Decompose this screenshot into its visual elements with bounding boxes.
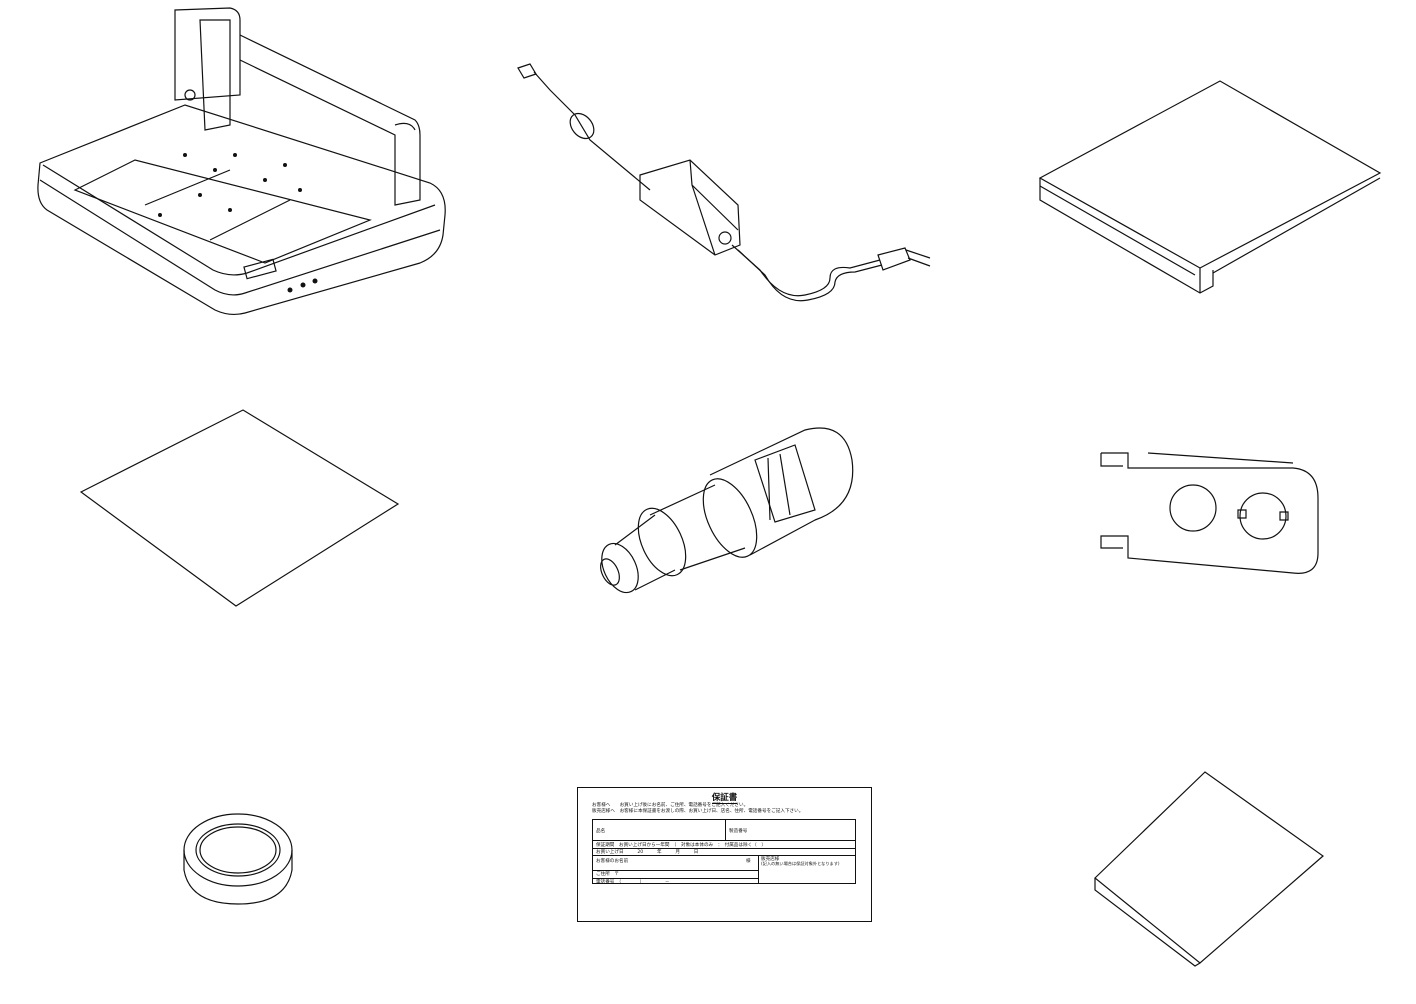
product-name-label: 品名 — [596, 829, 606, 834]
warranty-title: 保証書 — [711, 793, 738, 804]
cutting-mat-illustration — [1035, 78, 1385, 308]
sheet-illustration — [78, 407, 403, 609]
warranty-table: 品名 製造番号 保証期間 お買い上げ日から一年間 （ 対象は本体のみ ： 付属品… — [592, 819, 856, 885]
purchase-date-label: お買い上げ日 20 年 月 日 — [596, 850, 699, 855]
warranty-card: 保証書 お客様へ お買い上げ後にお名前、ご住所、電話番号をご記入ください。 販売… — [577, 787, 872, 922]
phone-label: 電話番号 （ ） － — [596, 879, 670, 885]
customer-name-label: お客様のお名前 — [596, 859, 629, 864]
dealer-label: 販売店様 — [761, 857, 780, 862]
tape-illustration — [180, 812, 300, 907]
leaflet-illustration — [1090, 768, 1328, 968]
honorific-label: 様 — [746, 859, 751, 864]
warranty-note-customer: お客様へ お買い上げ後にお名前、ご住所、電話番号をご記入ください。 — [592, 803, 749, 808]
address-label: ご住所 〒 — [596, 872, 619, 877]
blade-holder-illustration — [590, 420, 860, 600]
adjustment-tool-illustration — [1098, 448, 1323, 578]
ac-adapter-illustration — [510, 60, 940, 310]
serial-number-label: 製造番号 — [729, 829, 748, 834]
cutting-machine-illustration — [35, 5, 455, 345]
dealer-note: (記入の無い場合は保証対象外となります) — [761, 861, 840, 866]
warranty-note-dealer: 販売店様へ お客様に本保証書をお渡しの際、お買い上げ日、店名、住所、電話番号をご… — [592, 808, 804, 814]
warranty-period-label: 保証期間 お買い上げ日から一年間 （ 対象は本体のみ ： 付属品は除く（ ） — [596, 842, 766, 848]
